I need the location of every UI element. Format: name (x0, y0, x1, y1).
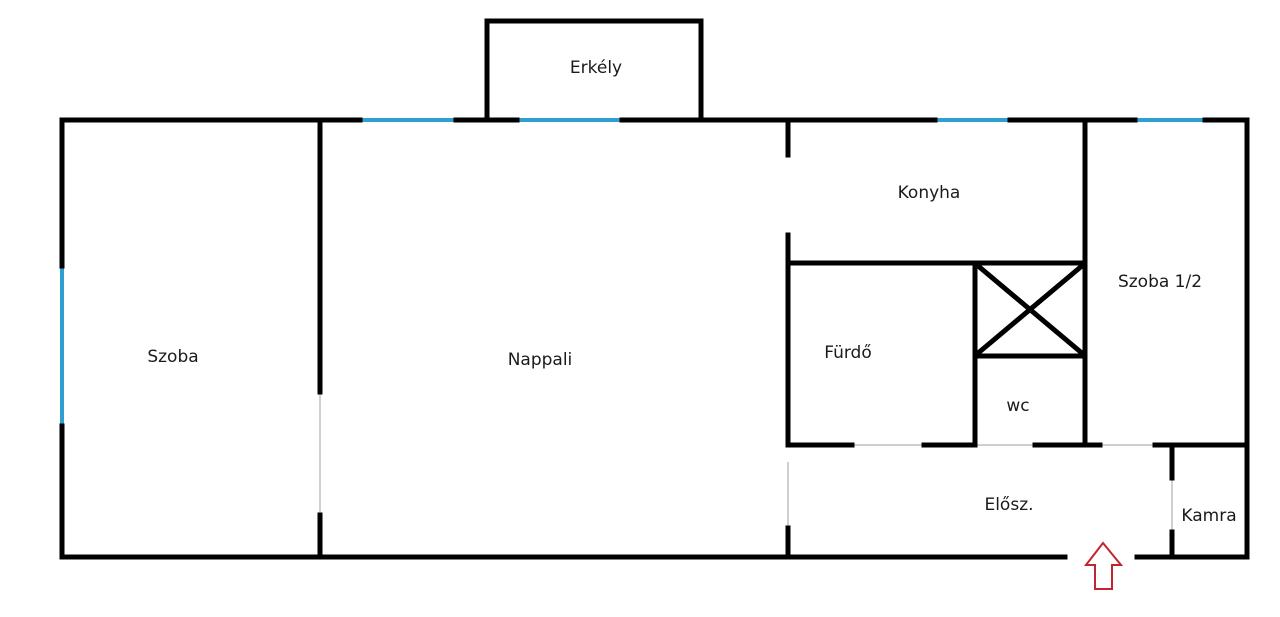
walls (59, 18, 1250, 560)
shaft-cross-icon (975, 263, 1085, 356)
wall-balcony (484, 18, 704, 123)
room-label-elosz: Elősz. (984, 495, 1033, 515)
room-label-szoba: Szoba (147, 347, 198, 367)
room-label-wc: wc (1006, 396, 1029, 416)
door-openings (319, 392, 1173, 532)
room-label-erkely: Erkély (570, 58, 622, 78)
room-label-kamra: Kamra (1181, 506, 1236, 526)
room-label-szoba-half: Szoba 1/2 (1118, 272, 1202, 292)
entrance-arrow-icon[interactable] (1083, 541, 1124, 590)
room-label-nappali: Nappali (508, 350, 573, 370)
room-label-furdo: Fürdő (824, 343, 872, 363)
windows (60, 118, 1205, 426)
room-label-konyha: Konyha (898, 183, 961, 203)
